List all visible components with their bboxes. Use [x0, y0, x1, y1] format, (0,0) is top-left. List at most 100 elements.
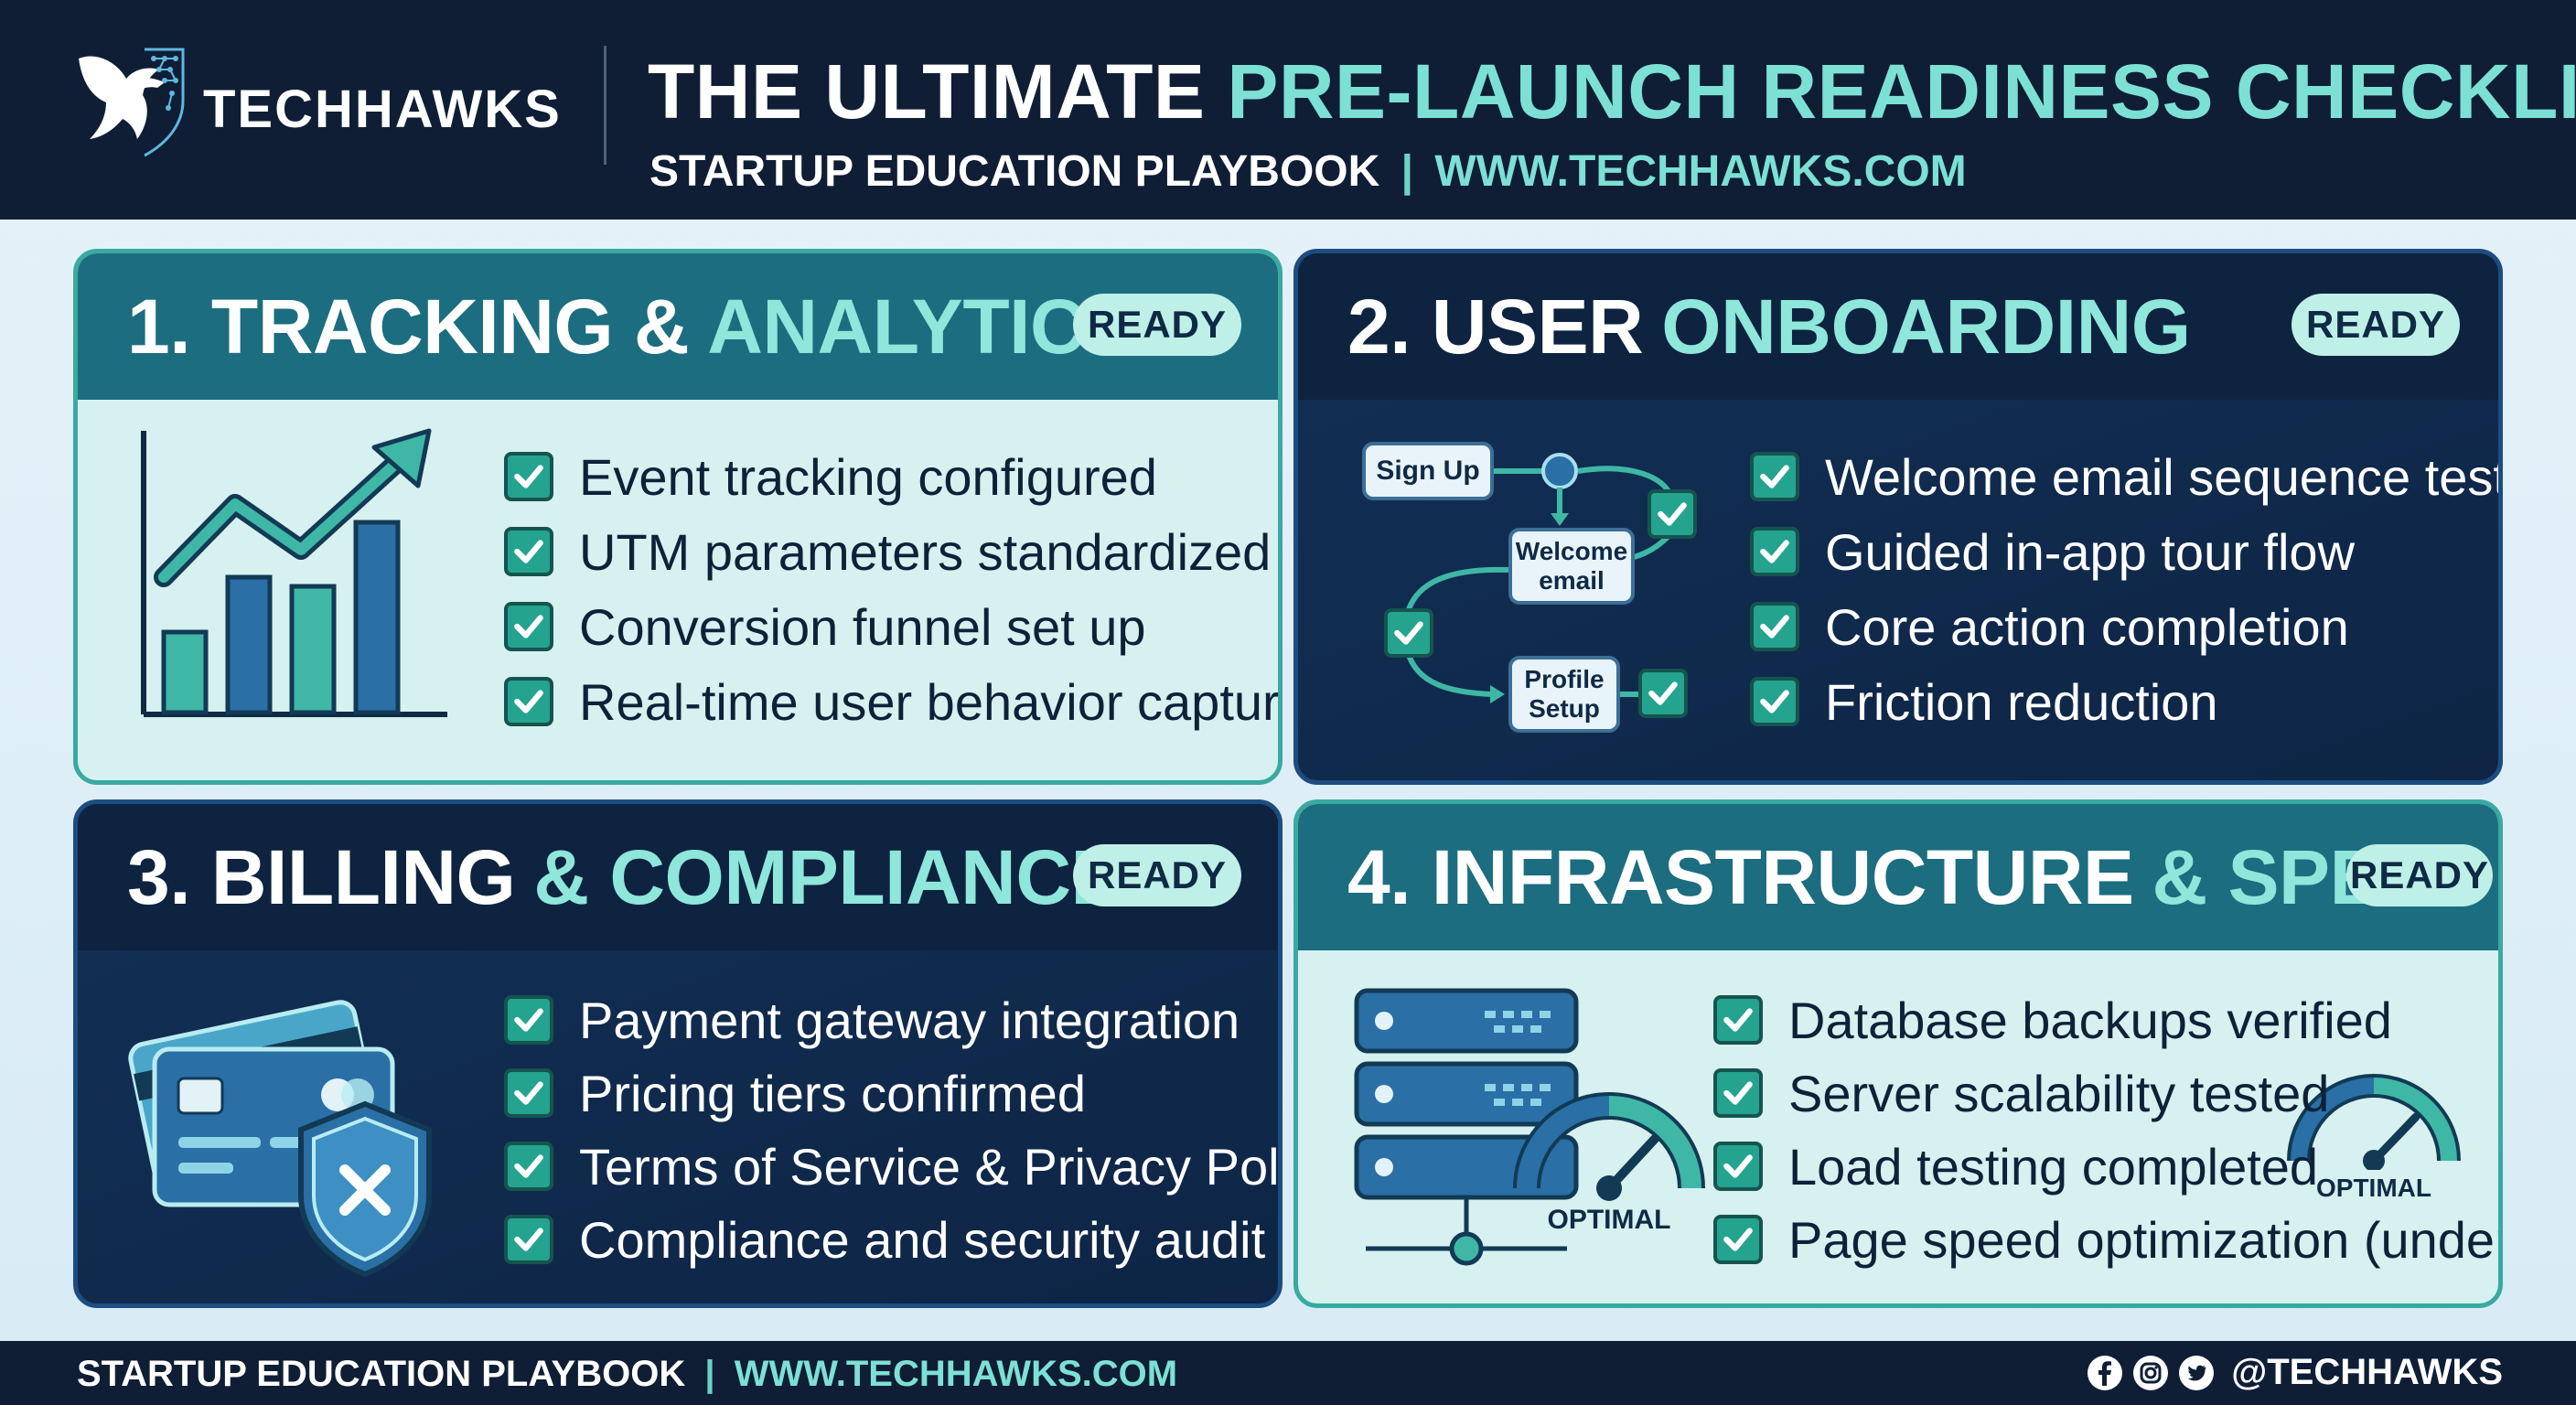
flow-step-label: Setup [1529, 694, 1600, 723]
subtitle-separator: | [1401, 147, 1414, 196]
checkbox-checked-icon[interactable] [504, 1142, 553, 1191]
instagram-icon[interactable] [2132, 1355, 2169, 1391]
checklist-item[interactable]: Core action completion [1750, 589, 2498, 664]
checklist-item[interactable]: Guided in-app tour flow [1750, 514, 2498, 589]
checklist-item-label: Real-time user behavior capture [579, 672, 1283, 731]
flow-step-label: Profile [1524, 665, 1605, 693]
ready-badge: READY [1073, 844, 1241, 906]
header-website-link[interactable]: WWW.TECHHAWKS.COM [1434, 147, 1967, 196]
footer-website-link[interactable]: WWW.TECHHAWKS.COM [734, 1354, 1178, 1394]
checklist-item[interactable]: Payment gateway integration [504, 983, 1278, 1056]
checkbox-checked-icon[interactable] [1750, 452, 1799, 501]
flow-step-label: Sign Up [1376, 456, 1480, 486]
checklist-item-label: Guided in-app tour flow [1825, 522, 2356, 581]
flow-step-welcome-email: Welcome email [1508, 528, 1635, 605]
checklist-item-label: Server scalability tested [1788, 1064, 2330, 1122]
checklist-item[interactable]: Real-time user behavior capture [504, 664, 1283, 739]
card-title-teal: ONBOARDING [1661, 283, 2191, 370]
checklist-item[interactable]: UTM parameters standardized [504, 514, 1278, 589]
footer-left: STARTUP EDUCATION PLAYBOOK | WWW.TECHHAW… [77, 1354, 1177, 1395]
checklist-item-label: Welcome email sequence tested [1825, 447, 2503, 506]
page-title-teal: PRE-LAUNCH READINESS CHECKLIST [1227, 48, 2576, 134]
subtitle-text: STARTUP EDUCATION PLAYBOOK [649, 147, 1380, 196]
checklist-item-label: Conversion funnel set up [579, 597, 1146, 656]
flow-step-profile-setup: Profile Setup [1508, 656, 1620, 733]
checklist-item[interactable]: Page speed optimization (under 2s) [1713, 1203, 2503, 1276]
speedometer-icon [2287, 1074, 2461, 1170]
checkbox-checked-icon[interactable] [504, 995, 553, 1045]
checkbox-checked-icon[interactable] [504, 602, 553, 651]
brand-logo[interactable]: TECHHAWKS [70, 42, 564, 170]
checkbox-checked-icon[interactable] [1713, 1215, 1763, 1264]
footer-separator: | [704, 1354, 715, 1394]
checklist-item[interactable]: Compliance and security audit [504, 1203, 1278, 1276]
page-title: THE ULTIMATE PRE-LAUNCH READINESS CHECKL… [648, 48, 2576, 136]
facebook-icon[interactable] [2087, 1355, 2123, 1391]
credit-card-shield-icon [128, 1000, 432, 1278]
flow-step-label: email [1539, 566, 1605, 595]
card-header: 4. INFRASTRUCTURE & SPEED [1298, 804, 2498, 950]
card-title-white: 2. USER [1347, 283, 1644, 370]
speed-gauge: OPTIMAL [2282, 1060, 2465, 1207]
gauge-label: OPTIMAL [2316, 1174, 2431, 1202]
checkbox-checked-icon[interactable] [504, 527, 553, 576]
flow-check-icon [1384, 608, 1433, 658]
speedometer-icon [1513, 1092, 1705, 1201]
checklist-item[interactable]: Server scalability tested [1713, 1056, 2498, 1130]
hawk-logo-icon [79, 48, 185, 157]
header: TECHHAWKS THE ULTIMATE PRE-LAUNCH READIN… [0, 0, 2576, 220]
card-billing-compliance: 3. BILLING & COMPLIANCE READY Payment ga… [73, 799, 1283, 1308]
checklist-item[interactable]: Load testing completed [1713, 1130, 2498, 1203]
checkbox-checked-icon[interactable] [1750, 527, 1799, 576]
checklist: Event tracking configured UTM parameters… [504, 439, 1283, 739]
page-title-white: THE ULTIMATE [648, 48, 1206, 134]
checklist-item[interactable]: Database backups verified [1713, 983, 2498, 1056]
card-user-onboarding: 2. USER ONBOARDING READY Sign Up Welcome… [1293, 249, 2503, 785]
ready-badge: READY [1073, 294, 1241, 356]
checklist-item-label: Terms of Service & Privacy Policy [579, 1137, 1283, 1196]
checkbox-checked-icon[interactable] [1750, 602, 1799, 651]
checkbox-checked-icon[interactable] [1713, 1068, 1763, 1118]
checklist-item-label: Pricing tiers confirmed [579, 1064, 1086, 1122]
flow-check-icon [1638, 669, 1688, 718]
card-title: 3. BILLING & COMPLIANCE [127, 833, 1122, 922]
footer-playbook-text: STARTUP EDUCATION PLAYBOOK [77, 1354, 686, 1394]
checklist-item[interactable]: Terms of Service & Privacy Policy [504, 1130, 1283, 1203]
checkbox-checked-icon[interactable] [504, 452, 553, 501]
card-infrastructure-speed: 4. INFRASTRUCTURE & SPEED READY [1293, 799, 2503, 1308]
checkbox-checked-icon[interactable] [1713, 995, 1763, 1045]
flow-step-label: Welcome [1515, 537, 1628, 565]
checkbox-checked-icon[interactable] [1750, 677, 1799, 726]
footer: STARTUP EDUCATION PLAYBOOK | WWW.TECHHAW… [0, 1341, 2576, 1405]
footer-social-handle[interactable]: @TECHHAWKS [2231, 1352, 2503, 1392]
checklist-item-label: Payment gateway integration [579, 991, 1240, 1049]
checkbox-checked-icon[interactable] [504, 1068, 553, 1118]
checklist: Payment gateway integration Pricing tier… [504, 983, 1283, 1276]
checklist-item[interactable]: Welcome email sequence tested [1750, 439, 2503, 514]
checklist-item[interactable]: Pricing tiers confirmed [504, 1056, 1278, 1130]
checklist-item[interactable]: Conversion funnel set up [504, 589, 1278, 664]
flow-step-signup: Sign Up [1362, 442, 1494, 500]
card-title-white: 4. INFRASTRUCTURE [1347, 833, 2134, 920]
ready-badge: READY [2346, 844, 2493, 906]
card-title: 4. INFRASTRUCTURE & SPEED [1347, 833, 2486, 922]
brand-name: TECHHAWKS [203, 80, 562, 139]
checkbox-checked-icon[interactable] [1713, 1142, 1763, 1191]
checkbox-checked-icon[interactable] [504, 677, 553, 726]
checklist-item-label: Database backups verified [1788, 991, 2392, 1049]
twitter-icon[interactable] [2178, 1355, 2215, 1391]
checklist: Database backups verified Server scalabi… [1713, 983, 2503, 1276]
checklist-item[interactable]: Friction reduction [1750, 664, 2498, 739]
card-tracking-analytics: 1. TRACKING & ANALYTICS READY Event trac… [73, 249, 1283, 785]
card-title-teal: & COMPLIANCE [533, 833, 1122, 920]
card-title-white: 3. BILLING [127, 833, 516, 920]
onboarding-flow-diagram: Sign Up Welcome email Profile Setup [1347, 436, 1750, 747]
ready-badge: READY [2292, 294, 2460, 356]
checklist-item-label: Compliance and security audit [579, 1210, 1266, 1269]
checklist-item[interactable]: Event tracking configured [504, 439, 1278, 514]
card-title-white: 1. TRACKING & [127, 283, 690, 370]
header-divider [604, 46, 606, 165]
card-title-teal: ANALYTICS [707, 283, 1136, 370]
checkbox-checked-icon[interactable] [504, 1215, 553, 1264]
checklist-item-label: Page speed optimization (under 2s) [1788, 1210, 2503, 1269]
